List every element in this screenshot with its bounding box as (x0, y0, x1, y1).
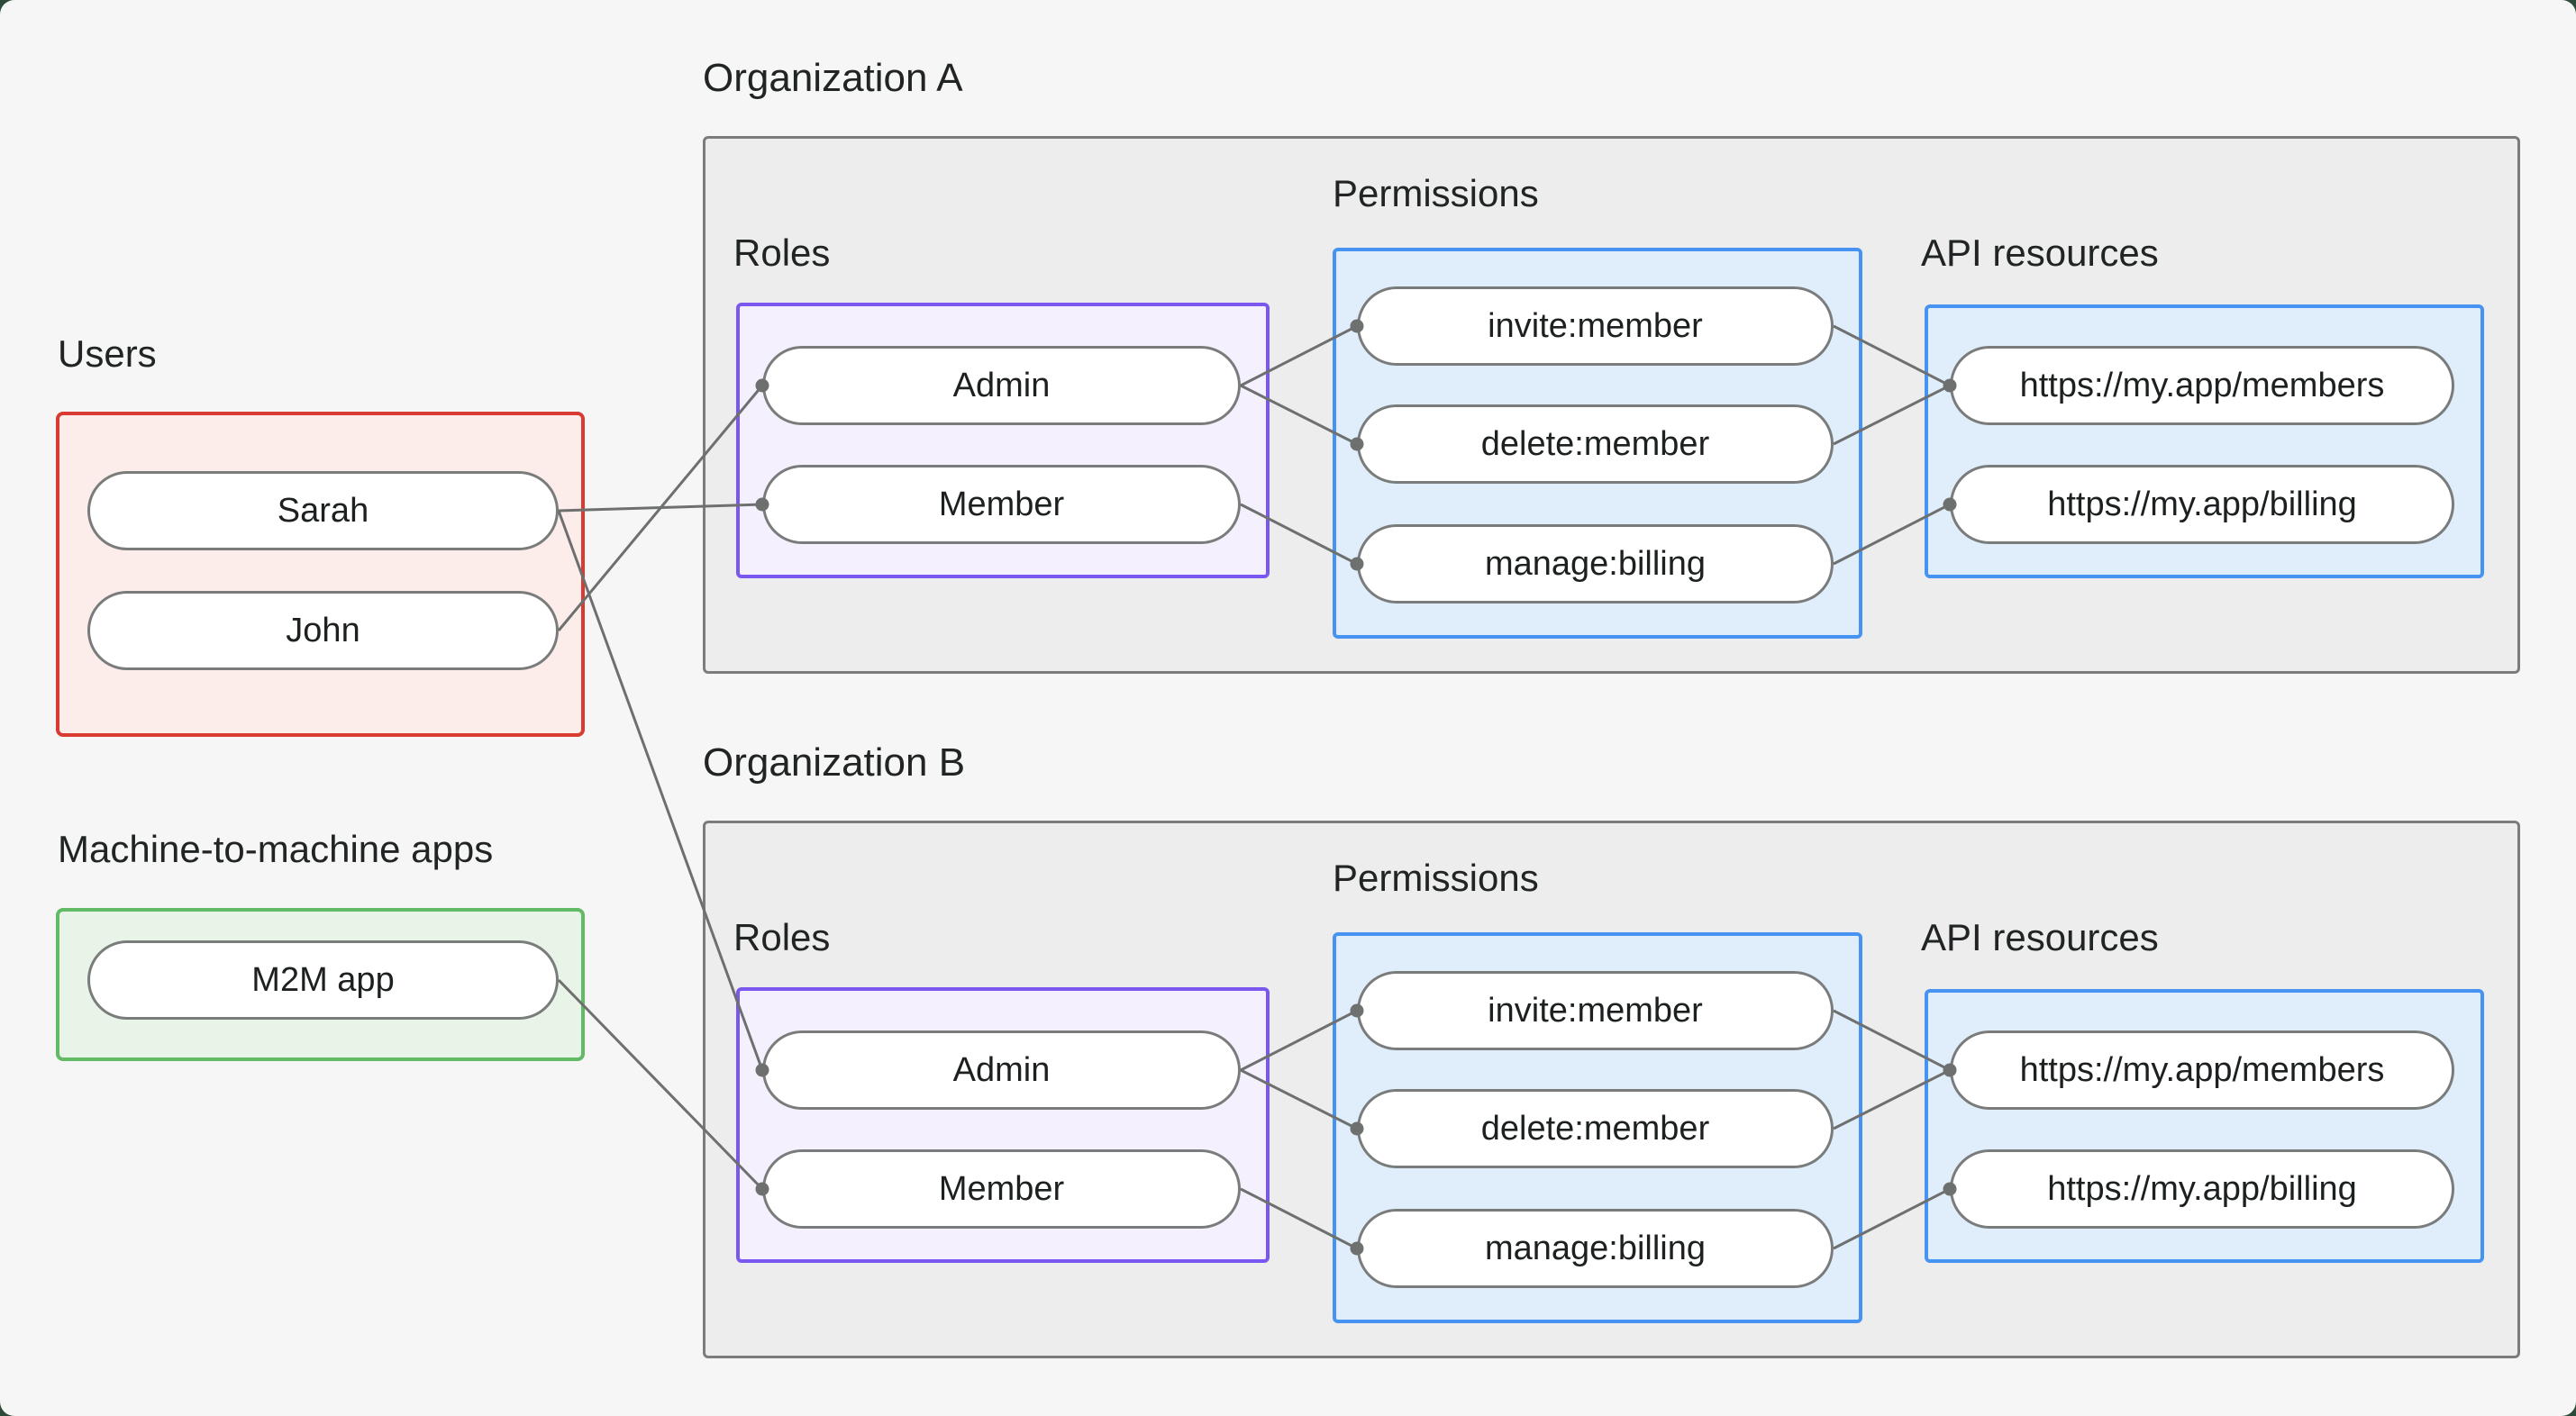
user-pill-john: John (87, 591, 559, 670)
org-title-orgA: Organization A (703, 56, 963, 100)
role-pill-adminA: Admin (762, 346, 1241, 425)
api-resource-pill-membersA: https://my.app/members (1950, 346, 2454, 425)
api-label-orgA: API resources (1921, 231, 2159, 274)
users-group-label: Users (58, 332, 157, 375)
user-pill-sarah: Sarah (87, 471, 559, 550)
permissions-label-orgA: Permissions (1333, 172, 1539, 214)
api-resource-pill-billingA: https://my.app/billing (1950, 465, 2454, 544)
permission-pill-manageB: manage:billing (1357, 1209, 1834, 1288)
role-pill-memberA: Member (762, 465, 1241, 544)
m2m-pill-m2m-app: M2M app (87, 940, 559, 1020)
m2m-group-label: Machine-to-machine apps (58, 828, 494, 870)
permission-pill-inviteA: invite:member (1357, 286, 1834, 366)
permission-pill-inviteB: invite:member (1357, 971, 1834, 1050)
permission-pill-deleteB: delete:member (1357, 1089, 1834, 1168)
role-pill-adminB: Admin (762, 1030, 1241, 1110)
permission-pill-manageA: manage:billing (1357, 524, 1834, 604)
role-pill-memberB: Member (762, 1149, 1241, 1229)
permission-pill-deleteA: delete:member (1357, 404, 1834, 484)
users-group-box (56, 412, 585, 737)
roles-label-orgA: Roles (733, 231, 831, 274)
org-title-orgB: Organization B (703, 740, 966, 785)
api-resource-pill-membersB: https://my.app/members (1950, 1030, 2454, 1110)
api-resource-pill-billingB: https://my.app/billing (1950, 1149, 2454, 1229)
roles-label-orgB: Roles (733, 916, 831, 958)
api-label-orgB: API resources (1921, 916, 2159, 958)
permissions-label-orgB: Permissions (1333, 857, 1539, 899)
